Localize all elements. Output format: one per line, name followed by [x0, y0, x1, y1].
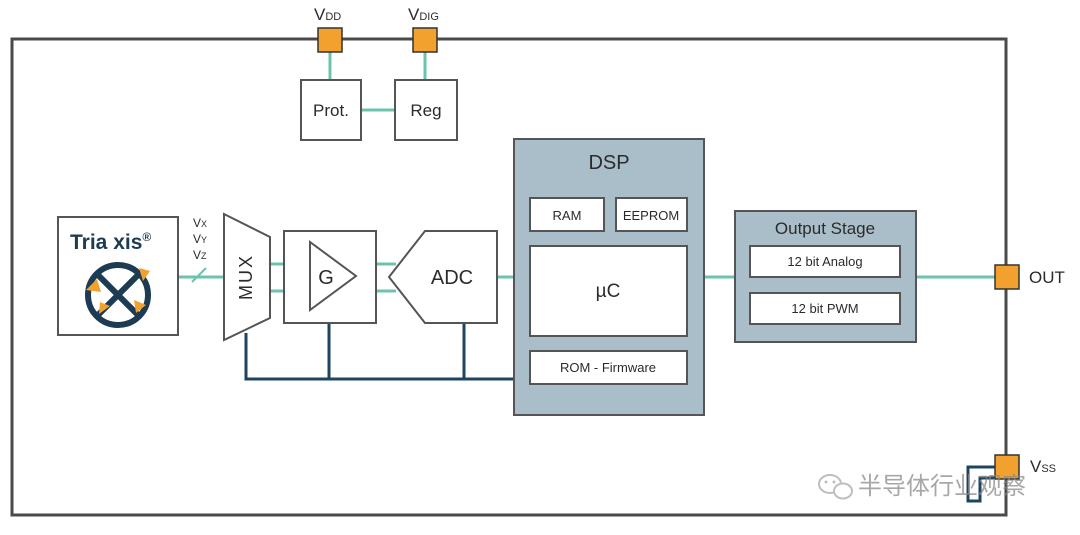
- ram-label: RAM: [553, 208, 582, 223]
- mux-block: [223, 212, 271, 342]
- output-stage-title: Output Stage: [775, 219, 875, 238]
- vdig-label: VDIG: [408, 5, 439, 24]
- adc-label: ADC: [431, 267, 473, 289]
- triaxis-label: Tria xis®: [70, 230, 151, 254]
- vdig-pin: [412, 27, 438, 53]
- triaxis-logo-icon: [85, 262, 151, 328]
- wechat-icon: [818, 474, 853, 500]
- reg-block: [394, 79, 458, 141]
- rom-label: ROM - Firmware: [560, 360, 656, 375]
- control-bus: [244, 333, 515, 381]
- analog-label: 12 bit Analog: [787, 254, 862, 269]
- bus-slash: [191, 267, 207, 283]
- eeprom-label: EEPROM: [623, 208, 679, 223]
- vss-label: VSS: [1030, 457, 1056, 476]
- out-pin: [994, 264, 1020, 290]
- ram-block: [529, 197, 605, 232]
- vdd-pin: [317, 27, 343, 53]
- reg-label: Reg: [410, 101, 441, 120]
- uc-block: [529, 245, 688, 337]
- prot-block: [300, 79, 362, 141]
- adc-block: [387, 230, 498, 324]
- vdd-label: VDD: [314, 5, 341, 24]
- signal-vz-label: VZ: [193, 248, 207, 262]
- prot-label: Prot.: [313, 101, 349, 120]
- signal-vy-label: VY: [193, 232, 207, 246]
- amplifier-icon: [309, 240, 358, 312]
- rom-block: [529, 350, 688, 385]
- mux-label: MUX: [236, 254, 256, 300]
- dsp-title: DSP: [588, 152, 629, 174]
- out-label: OUT: [1029, 268, 1065, 287]
- signal-vx-label: VX: [193, 216, 207, 230]
- pwm-label: 12 bit PWM: [791, 301, 858, 316]
- watermark-text: 半导体行业观察: [858, 472, 1026, 500]
- eeprom-block: [615, 197, 688, 232]
- triaxis-block: [57, 216, 179, 336]
- pwm-block: [749, 292, 901, 325]
- vss-pin: [994, 454, 1020, 480]
- analog-block: [749, 245, 901, 278]
- uc-label: µC: [596, 281, 621, 302]
- vss-wire: [966, 465, 998, 503]
- gain-label: G: [318, 267, 334, 289]
